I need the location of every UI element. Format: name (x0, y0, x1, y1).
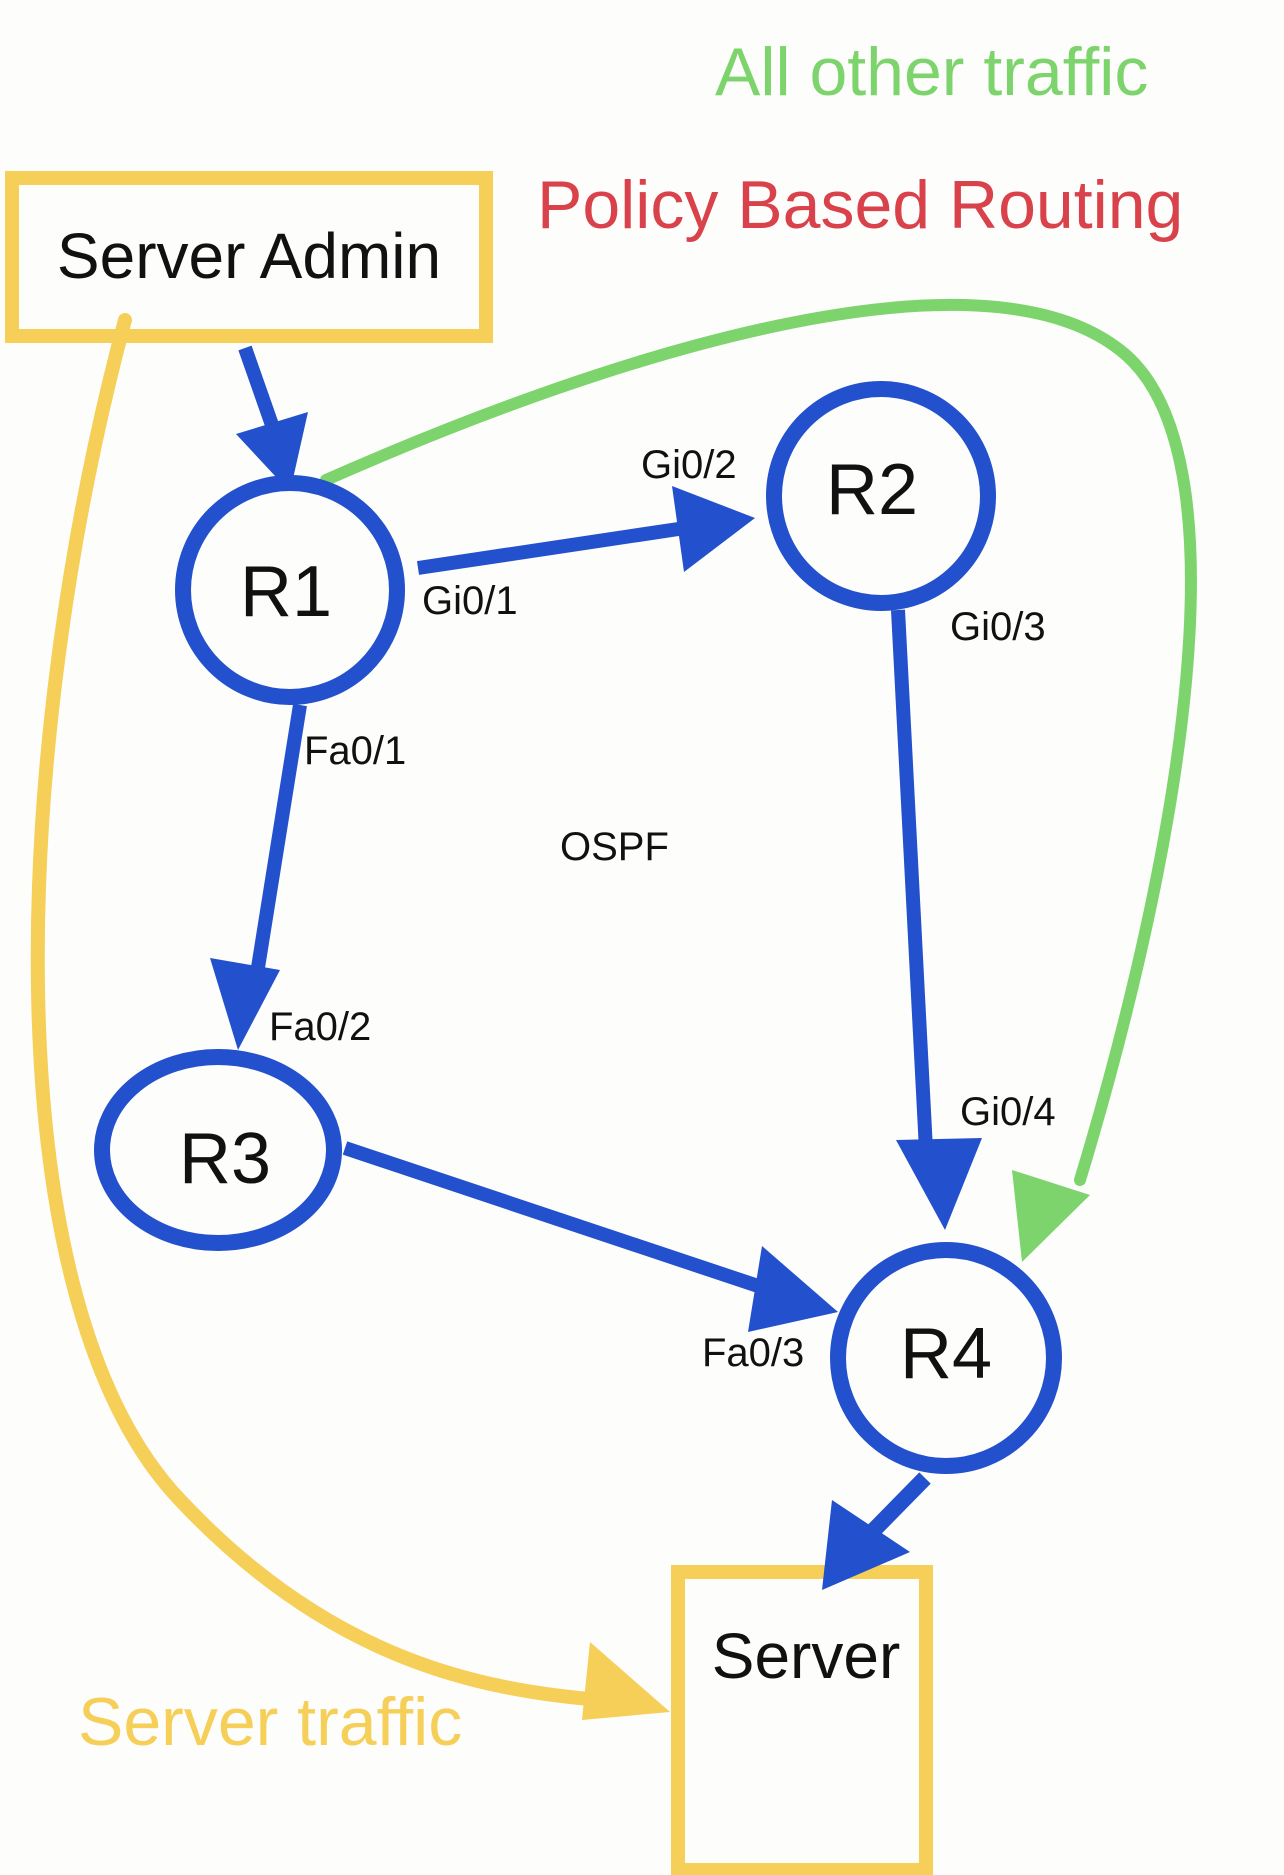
router-r4-label: R4 (900, 1314, 992, 1394)
legend-policy-based-routing: Policy Based Routing (537, 167, 1183, 243)
iface-r4-fa03: Fa0/3 (702, 1331, 804, 1375)
server-admin-label: Server Admin (57, 220, 441, 292)
router-r2 (766, 381, 996, 611)
arrow-r3-r4 (748, 1246, 838, 1332)
link-r1-r3 (249, 703, 307, 982)
iface-r4-gi04: Gi0/4 (960, 1090, 1056, 1134)
server-traffic-arrowhead (582, 1642, 670, 1720)
server-traffic-path (30, 313, 607, 1707)
link-r2-r4 (891, 609, 933, 1151)
arrow-r2-r4 (896, 1138, 982, 1230)
router-r1 (175, 475, 405, 705)
router-r1-label: R1 (240, 552, 332, 632)
arrow-r1-r3 (210, 958, 280, 1050)
router-r4 (830, 1242, 1062, 1474)
all-other-traffic-path (320, 299, 1197, 1186)
arrow-r4-server (822, 1500, 910, 1590)
link-serveradmin-r1 (238, 345, 279, 428)
server-box (671, 1565, 933, 1875)
server-admin-box (5, 171, 493, 343)
arrow-serveradmin-r1 (236, 412, 308, 492)
legend-all-other-traffic: All other traffic (715, 34, 1148, 110)
arrow-r1-r2 (672, 486, 755, 572)
link-r1-r2 (416, 521, 687, 575)
link-r4-server (866, 1472, 931, 1538)
iface-r3-fa02: Fa0/2 (269, 1005, 371, 1049)
router-r3-label: R3 (179, 1119, 271, 1199)
iface-r2-gi03: Gi0/3 (950, 605, 1046, 649)
iface-r2-gi02: Gi0/2 (641, 443, 737, 487)
router-r2-label: R2 (826, 450, 918, 530)
all-other-traffic-arrowhead (1012, 1170, 1090, 1262)
router-r3 (94, 1049, 342, 1251)
link-r3-r4 (342, 1141, 773, 1297)
server-label: Server (712, 1620, 901, 1692)
legend-server-traffic: Server traffic (78, 1684, 462, 1760)
ospf-label: OSPF (560, 825, 669, 869)
iface-r1-gi01: Gi0/1 (422, 579, 518, 623)
iface-r1-fa01: Fa0/1 (304, 729, 406, 773)
